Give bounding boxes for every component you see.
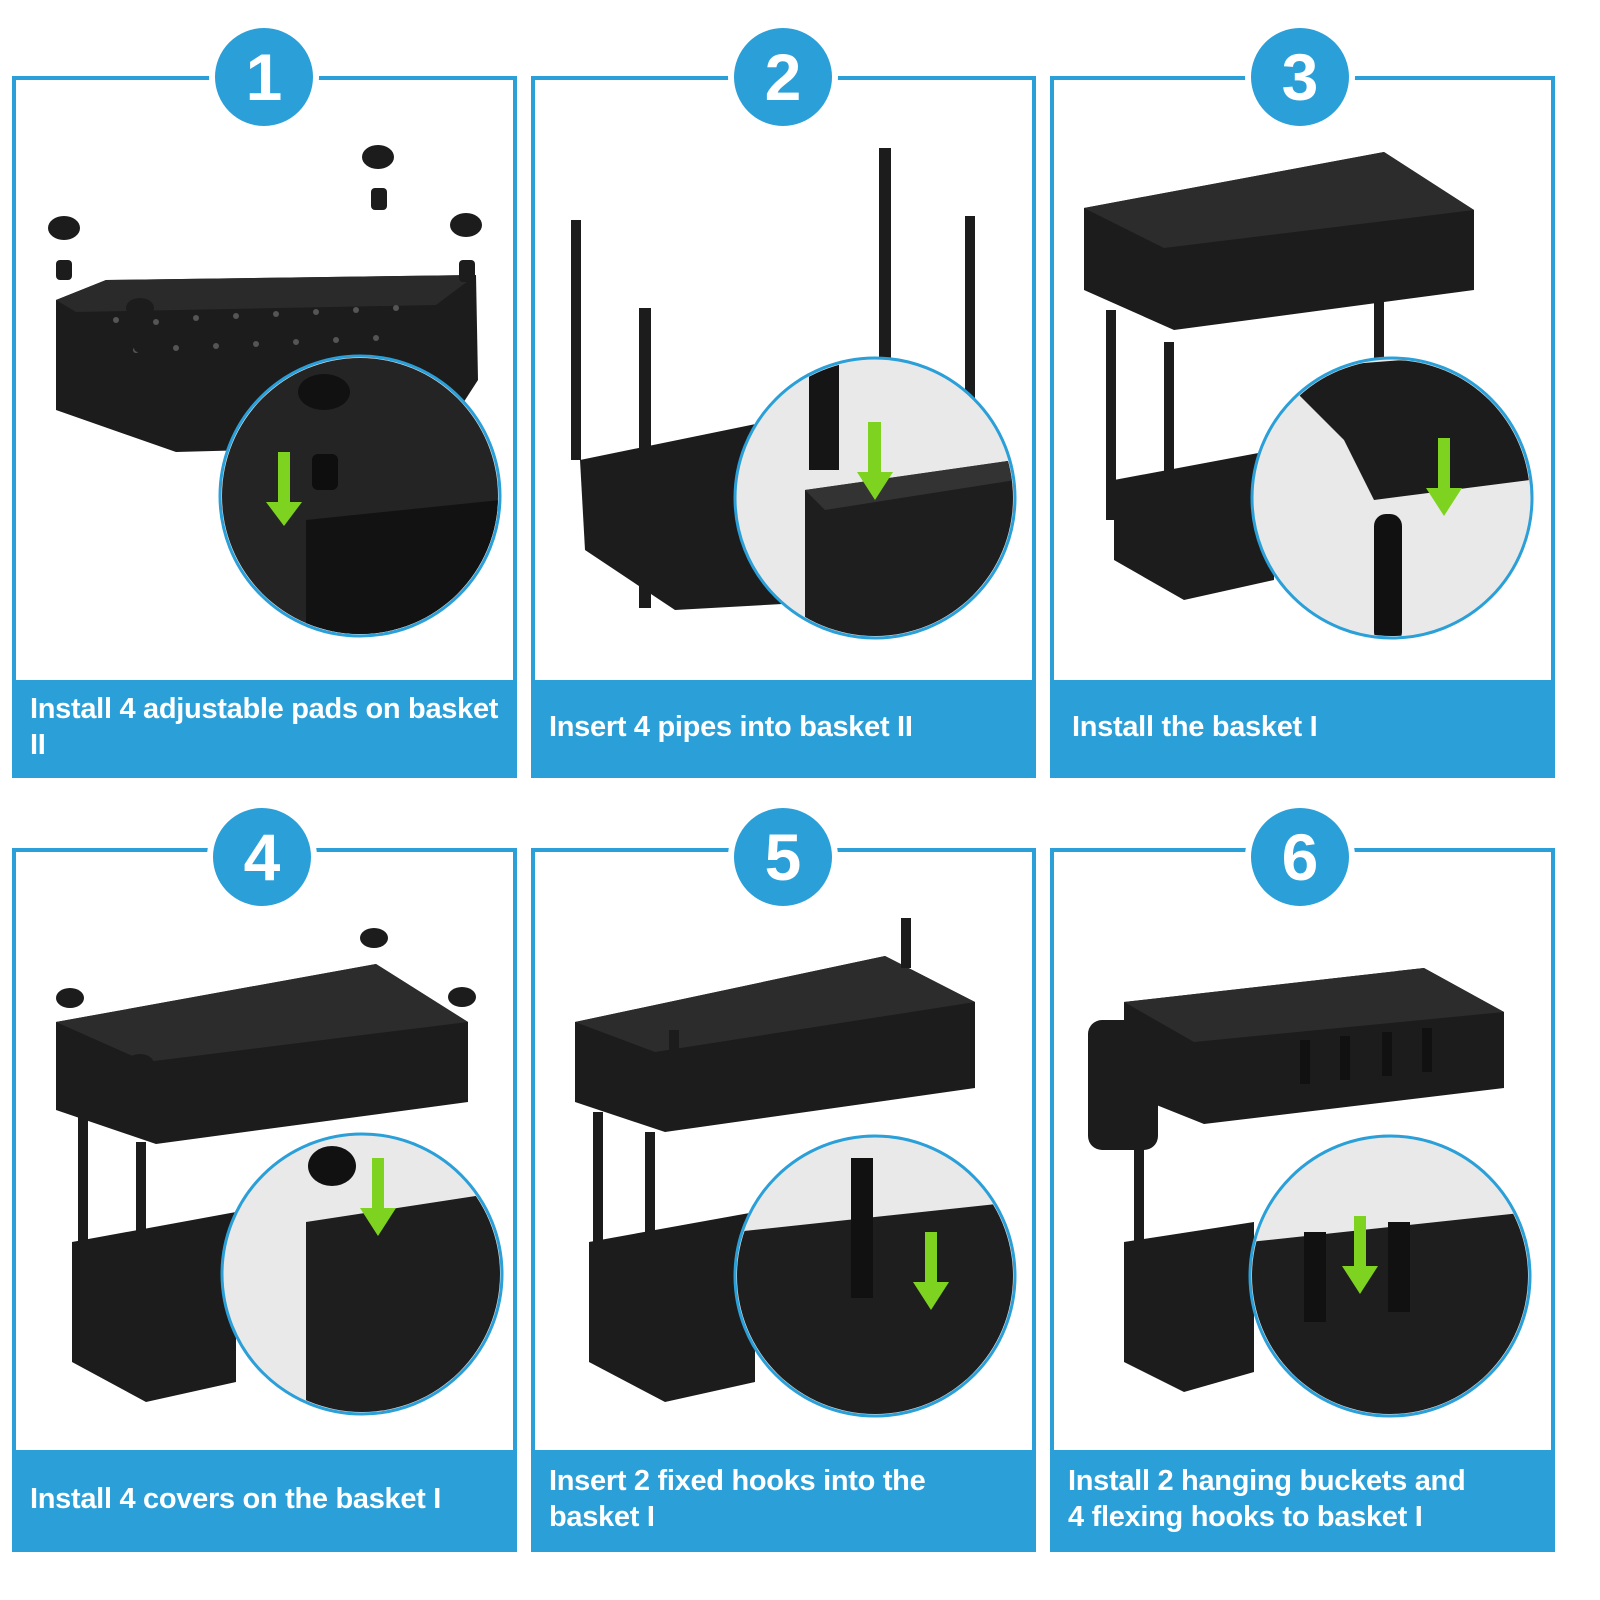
step-3-caption-text: Install the basket I [1072,711,1318,743]
step-5-illustration [575,918,1017,1418]
step-1-number: 1 [245,40,283,114]
step-4-illustration [56,928,504,1416]
down-arrow-icon [266,452,302,526]
step-1-caption-text: Install 4 adjustable pads on basket II [30,693,499,761]
down-arrow-icon [1342,1216,1378,1294]
step-4-panel: Install 4 covers on the basket I [12,848,517,1552]
down-arrow-icon [913,1232,949,1310]
step-2-panel: Insert 4 pipes into basket II [531,76,1036,778]
step-3-illustration [1084,152,1534,640]
step-6-illustration [1088,968,1532,1418]
step-3-panel: Install the basket I [1050,76,1555,778]
step-6-panel: Install 2 hanging buckets and 4 flexing … [1050,848,1555,1552]
step-6-number-badge: 6 [1245,802,1355,912]
step-5-number-badge: 5 [728,802,838,912]
step-1-panel: Install 4 adjustable pads on basket II [12,76,517,778]
step-5-panel: Insert 2 fixed hooks into the basket I [531,848,1036,1552]
step-4-number: 4 [243,820,281,894]
step-6-number: 6 [1281,820,1319,894]
step-4-caption: Install 4 covers on the basket I [16,1450,513,1548]
step-2-caption-text: Insert 4 pipes into basket II [549,711,913,743]
step-6-caption-line-2: 4 flexing hooks to basket I [1068,1501,1423,1533]
step-2-number-badge: 2 [728,22,838,132]
step-1-number-badge: 1 [209,22,319,132]
step-4-number-badge: 4 [207,802,317,912]
step-5-caption: Insert 2 fixed hooks into the basket I [535,1450,1032,1548]
down-arrow-icon [857,422,893,500]
down-arrow-icon [1426,438,1462,516]
step-3-caption: Install the basket I [1054,680,1551,774]
step-2-caption: Insert 4 pipes into basket II [535,680,1032,774]
down-arrow-icon [360,1158,396,1236]
step-6-caption-line-1: Install 2 hanging buckets and [1068,1465,1466,1497]
step-5-number: 5 [764,820,802,894]
step-3-number-badge: 3 [1245,22,1355,132]
step-2-illustration [571,148,1017,640]
step-5-caption-text: Insert 2 fixed hooks into the basket I [549,1465,926,1533]
step-3-number: 3 [1281,40,1319,114]
step-1-illustration [48,145,502,638]
step-6-caption: Install 2 hanging buckets and 4 flexing … [1054,1450,1551,1548]
step-1-caption: Install 4 adjustable pads on basket II [16,680,513,774]
step-2-number: 2 [764,40,802,114]
step-4-caption-text: Install 4 covers on the basket I [30,1483,442,1515]
